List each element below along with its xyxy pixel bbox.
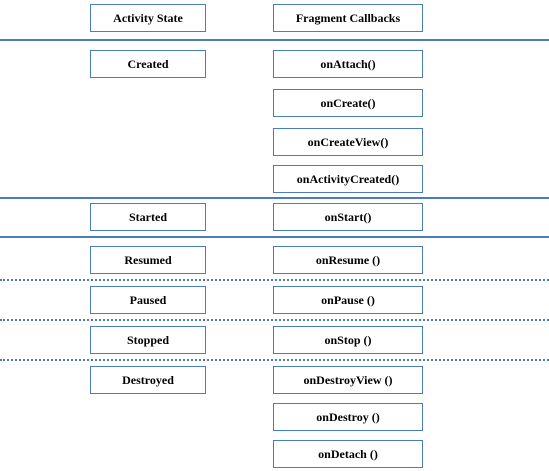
state-resumed: Resumed <box>90 246 206 274</box>
resumed-paused-separator <box>0 279 549 281</box>
stopped-destroyed-separator <box>0 359 549 361</box>
state-stopped: Stopped <box>90 326 206 354</box>
callback-on-start: onStart() <box>273 203 423 231</box>
activity-state-header: Activity State <box>90 4 206 32</box>
state-destroyed: Destroyed <box>90 366 206 394</box>
callback-on-detach: onDetach () <box>273 440 423 468</box>
state-paused: Paused <box>90 286 206 314</box>
header-separator <box>0 39 549 41</box>
callback-on-resume: onResume () <box>273 246 423 274</box>
fragment-callbacks-header: Fragment Callbacks <box>273 4 423 32</box>
callback-on-create: onCreate() <box>273 89 423 117</box>
callback-on-stop: onStop () <box>273 326 423 354</box>
callback-on-create-view: onCreateView() <box>273 128 423 156</box>
callback-on-destroy: onDestroy () <box>273 403 423 431</box>
callback-on-activity-created: onActivityCreated() <box>273 165 423 193</box>
created-started-separator <box>0 197 549 199</box>
callback-on-destroy-view: onDestroyView () <box>273 366 423 394</box>
started-resumed-separator <box>0 236 549 238</box>
callback-on-attach: onAttach() <box>273 50 423 78</box>
state-created: Created <box>90 50 206 78</box>
state-started: Started <box>90 203 206 231</box>
callback-on-pause: onPause () <box>273 286 423 314</box>
paused-stopped-separator <box>0 319 549 321</box>
